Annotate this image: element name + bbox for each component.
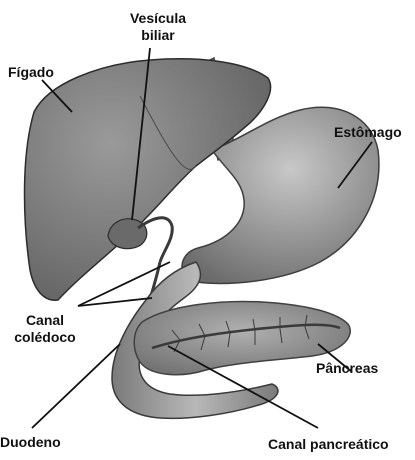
label-vesicula-biliar: Vesícula biliar xyxy=(128,10,188,44)
label-vesicula-line1: Vesícula xyxy=(128,10,188,27)
label-duodeno: Duodeno xyxy=(0,434,61,451)
pointer-duodeno xyxy=(32,344,120,428)
label-vesicula-line2: biliar xyxy=(128,27,188,44)
label-estomago: Estômago xyxy=(334,124,402,141)
label-pancreas: Pâncreas xyxy=(316,360,378,377)
label-canal-line2: colédoco xyxy=(8,329,82,346)
label-figado: Fígado xyxy=(8,64,54,81)
label-canal-coledoco: Canal colédoco xyxy=(8,312,82,346)
pointer-canal-b xyxy=(78,298,152,306)
label-canal-line1: Canal xyxy=(8,312,82,329)
label-canal-pancreatico: Canal pancreático xyxy=(268,436,389,453)
